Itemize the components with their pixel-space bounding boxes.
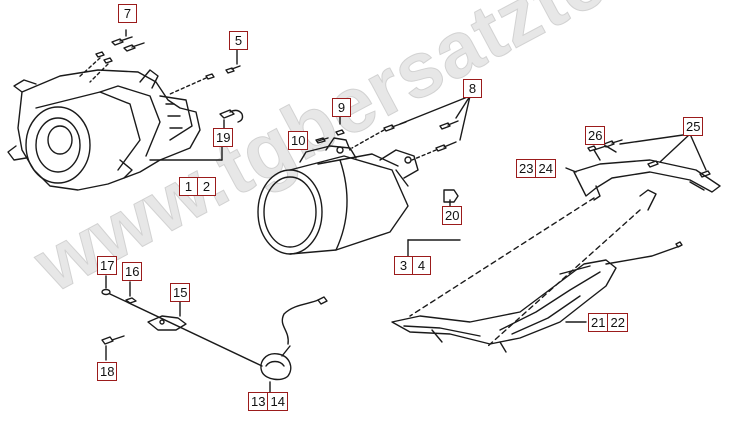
callout-18[interactable]: 18	[97, 362, 118, 381]
callout-7[interactable]: 7	[118, 4, 137, 23]
callout-26[interactable]: 26	[585, 126, 606, 145]
callout-15[interactable]: 15	[170, 283, 191, 302]
callout-1[interactable]: 1	[179, 177, 198, 196]
bracket-15	[147, 301, 187, 331]
callout-2[interactable]: 2	[198, 177, 216, 196]
callout-3[interactable]: 3	[394, 256, 413, 275]
cover-21-22	[391, 241, 683, 353]
callout-19[interactable]: 19	[213, 128, 234, 147]
bulb-socket-19	[219, 109, 244, 131]
bolt-5	[169, 47, 241, 95]
clip-20	[443, 189, 459, 207]
turn-signal	[260, 296, 328, 393]
callout-9[interactable]: 9	[332, 98, 351, 117]
callout-14[interactable]: 14	[268, 392, 288, 411]
alignment-lines	[409, 197, 641, 347]
callout-24[interactable]: 24	[536, 159, 556, 178]
callout-21[interactable]: 21	[588, 313, 609, 332]
callout-22[interactable]: 22	[608, 313, 628, 332]
second-headlight	[257, 137, 461, 257]
headlight-assembly	[7, 69, 223, 191]
callout-pair-1-2: 1 2	[179, 177, 216, 196]
bracket-23-24	[565, 133, 721, 211]
signal-mount-line	[109, 293, 263, 367]
callout-13[interactable]: 13	[248, 392, 269, 411]
callout-4[interactable]: 4	[413, 256, 431, 275]
callout-10[interactable]: 10	[288, 131, 309, 150]
callout-17[interactable]: 17	[97, 256, 118, 275]
callout-5[interactable]: 5	[229, 31, 248, 50]
callout-23[interactable]: 23	[516, 159, 537, 178]
callout-25[interactable]: 25	[683, 117, 704, 136]
callout-16[interactable]: 16	[122, 262, 143, 281]
callout-8[interactable]: 8	[463, 79, 482, 98]
bolts-7	[77, 29, 145, 83]
callout-pair-23-24: 23 24	[516, 159, 556, 178]
callout-20[interactable]: 20	[442, 206, 463, 225]
nut-16-washer-17	[101, 275, 137, 304]
bolt-18	[101, 335, 125, 361]
callout-pair-13-14: 13 14	[248, 392, 288, 411]
callout-pair-21-22: 21 22	[588, 313, 628, 332]
bolts-8-9-10	[315, 95, 471, 161]
callout-pair-3-4: 3 4	[394, 256, 431, 275]
